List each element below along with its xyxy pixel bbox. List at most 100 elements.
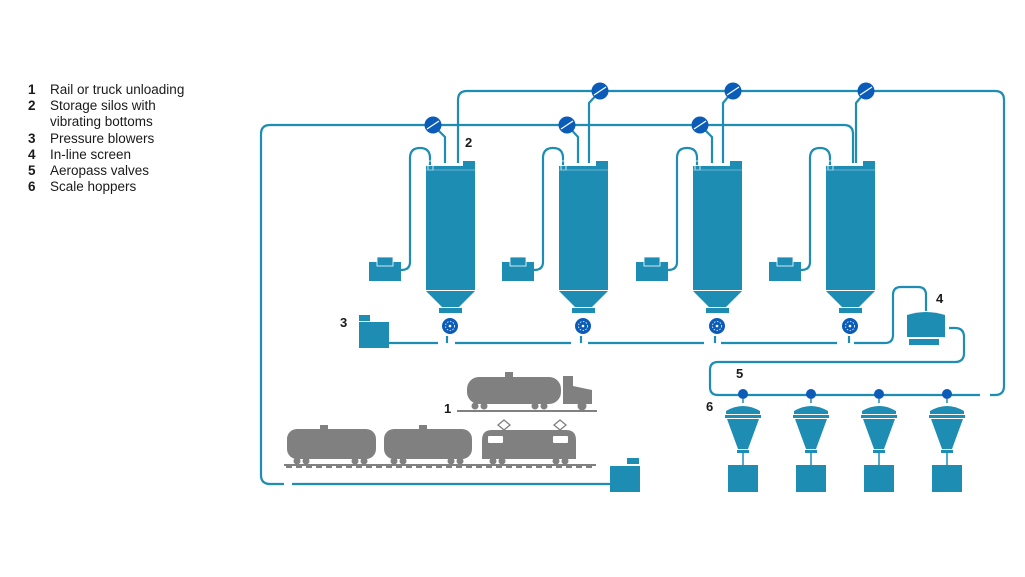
wheel bbox=[561, 457, 569, 465]
diverter-valve-icon bbox=[724, 82, 742, 100]
hopper-lid bbox=[862, 406, 896, 414]
vent-line bbox=[533, 146, 565, 272]
aeropass-valve-icon bbox=[738, 389, 748, 399]
collector-top bbox=[509, 256, 527, 267]
aeropass-valve-icon bbox=[942, 389, 952, 399]
storage-silo bbox=[826, 160, 875, 313]
collector-top bbox=[376, 256, 394, 267]
wheel bbox=[399, 457, 407, 465]
scale-hopper bbox=[861, 406, 897, 492]
hopper-lid bbox=[794, 406, 828, 414]
pressure-blower bbox=[359, 315, 389, 348]
collector-body bbox=[369, 262, 401, 281]
bin-body bbox=[610, 466, 640, 492]
legend-item-aeropass: 5 Aeropass valves bbox=[28, 163, 184, 179]
storage-silo bbox=[426, 160, 475, 313]
rail-tie bbox=[496, 466, 502, 468]
inline-screen bbox=[907, 312, 945, 345]
collector-body bbox=[502, 262, 534, 281]
rail-tie bbox=[296, 466, 302, 468]
truck-tank bbox=[467, 377, 561, 404]
hopper-flange bbox=[929, 415, 965, 418]
silo-body bbox=[693, 166, 742, 290]
rail-tie bbox=[326, 466, 332, 468]
tank-body bbox=[384, 429, 472, 459]
wheel bbox=[360, 457, 368, 465]
rail-and-truck bbox=[284, 372, 597, 468]
blower-body bbox=[359, 322, 389, 348]
line-to-screen bbox=[854, 285, 928, 345]
legend-label: Aeropass valves bbox=[50, 163, 150, 179]
loco-body bbox=[482, 430, 576, 459]
collector-top bbox=[643, 256, 661, 267]
rail-tie bbox=[516, 466, 522, 468]
wheel bbox=[293, 457, 301, 465]
feeder-hub bbox=[848, 324, 852, 328]
feeder-hub bbox=[581, 324, 585, 328]
rail-tie bbox=[386, 466, 392, 468]
tank-truck bbox=[457, 372, 597, 412]
callout-3: 3 bbox=[340, 315, 347, 330]
callout-6: 6 bbox=[706, 399, 713, 414]
drop-line bbox=[587, 90, 601, 163]
diverter-valve-icon bbox=[558, 116, 576, 134]
blower-motor bbox=[359, 315, 370, 321]
rotary-feeder-icon bbox=[709, 318, 725, 334]
scale-hopper bbox=[725, 406, 761, 492]
hopper-cone bbox=[931, 419, 963, 449]
dust-collector bbox=[636, 256, 668, 281]
truck-hatch bbox=[505, 372, 513, 377]
feeder-hub bbox=[448, 324, 452, 328]
legend-label: Rail or truck unloading bbox=[50, 82, 185, 97]
pipe-network bbox=[259, 89, 1006, 486]
hopper-cone bbox=[795, 419, 827, 449]
rail-tie bbox=[316, 466, 322, 468]
callout-1: 1 bbox=[444, 401, 451, 416]
wheel bbox=[577, 401, 587, 411]
hopper-gate bbox=[941, 450, 953, 453]
conveying-line-left bbox=[259, 123, 433, 486]
line-to-aeropass bbox=[708, 326, 980, 397]
unloading-bin bbox=[610, 458, 640, 492]
silo-cone bbox=[826, 291, 875, 307]
hopper-cone bbox=[863, 419, 895, 449]
rail-track bbox=[284, 464, 596, 466]
rail-tie bbox=[356, 466, 362, 468]
tank-hatch bbox=[320, 425, 328, 430]
rail-tie bbox=[426, 466, 432, 468]
legend-label: Scale hoppers bbox=[50, 179, 137, 195]
legend-label: Storage silos with vibrating bottoms bbox=[50, 98, 156, 130]
diverter-valve-icon bbox=[424, 116, 442, 134]
legend-number: 5 bbox=[28, 163, 36, 179]
rail-tie bbox=[566, 466, 572, 468]
hopper-cone bbox=[727, 419, 759, 449]
wheel bbox=[302, 457, 310, 465]
feeder-rotor bbox=[845, 321, 855, 331]
collector-body bbox=[636, 262, 668, 281]
silo-cone bbox=[426, 291, 475, 307]
rail-tie bbox=[586, 466, 592, 468]
dust-collector bbox=[502, 256, 534, 281]
feeder-hub bbox=[715, 324, 719, 328]
vibrating-bottom bbox=[706, 308, 729, 313]
receiving-bin bbox=[796, 465, 826, 492]
storage-silo bbox=[559, 160, 608, 313]
wheel bbox=[390, 457, 398, 465]
callout-5: 5 bbox=[736, 366, 743, 381]
silo-body bbox=[559, 166, 608, 290]
rail-tie bbox=[536, 466, 542, 468]
hopper-gate bbox=[805, 450, 817, 453]
rail-tie bbox=[436, 466, 442, 468]
wheel bbox=[489, 457, 497, 465]
valve-flap bbox=[426, 120, 440, 130]
valve-flap bbox=[859, 86, 873, 96]
hopper-flange bbox=[793, 415, 829, 418]
scale-hopper bbox=[793, 406, 829, 492]
collector-body bbox=[769, 262, 801, 281]
rail-tie bbox=[466, 466, 472, 468]
callout-2: 2 bbox=[465, 135, 472, 150]
legend-label: In-line screen bbox=[50, 146, 132, 162]
